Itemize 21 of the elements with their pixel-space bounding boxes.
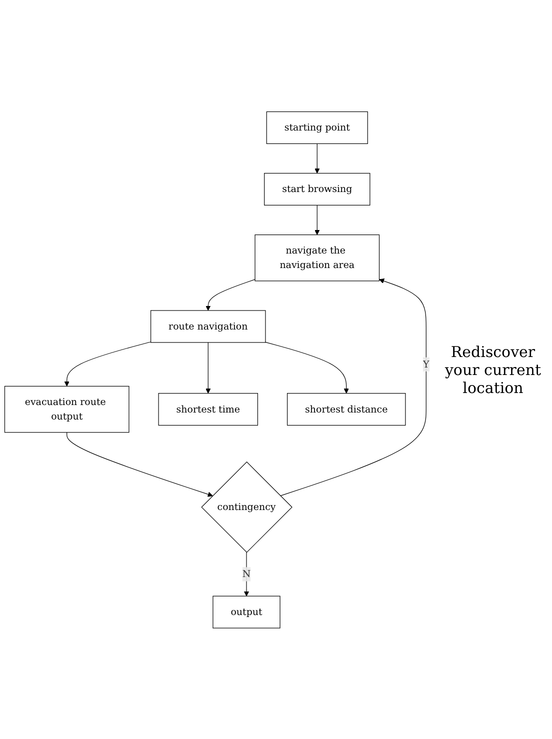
arrow	[244, 552, 250, 596]
node-box: shortest time	[158, 392, 258, 426]
edge-label: Y	[423, 358, 430, 370]
node-box: output	[212, 595, 280, 628]
node-diamond: contingency	[201, 461, 292, 552]
arrow	[280, 278, 426, 496]
arrow	[265, 342, 349, 394]
arrow	[206, 342, 211, 394]
arrow	[66, 432, 213, 496]
arrow	[64, 341, 152, 386]
node-box: start browsing	[264, 172, 370, 206]
node-box: navigate the navigation area	[254, 234, 380, 281]
node-box: evacuation route output	[4, 386, 130, 432]
arrow	[206, 278, 256, 310]
edge-label: N	[242, 568, 251, 580]
node-box: shortest distance	[287, 392, 406, 426]
arrow	[314, 204, 320, 235]
arrow	[314, 142, 320, 174]
note-text: Rediscover your current location	[444, 342, 542, 396]
node-box: starting point	[266, 111, 368, 144]
node-box: route navigation	[150, 310, 266, 342]
